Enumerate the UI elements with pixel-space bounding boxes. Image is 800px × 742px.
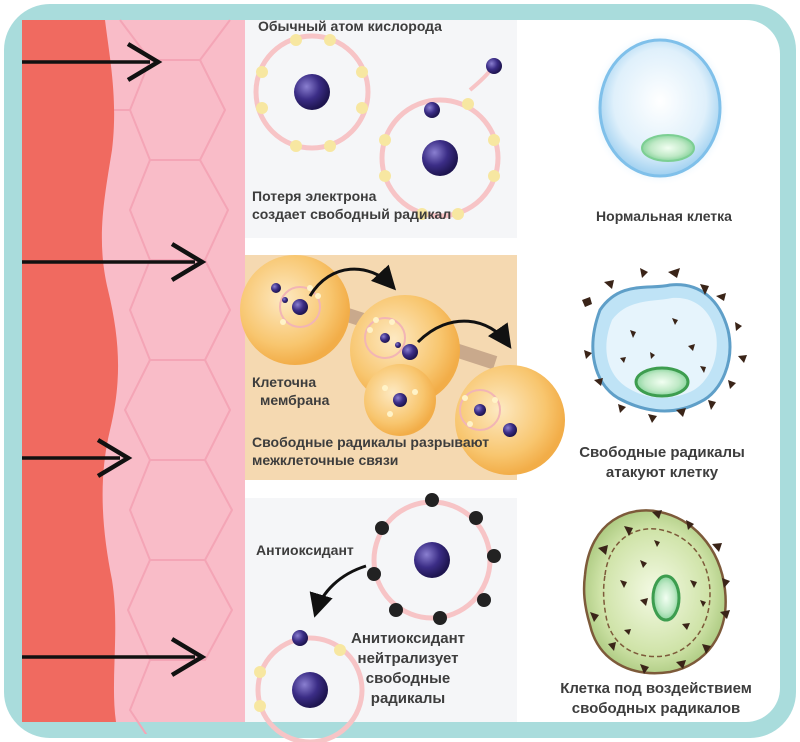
bonds-label-line1: Свободные радикалы разрывают — [252, 434, 490, 450]
radical-fragments-2 — [590, 510, 730, 674]
membrane-atoms — [271, 283, 517, 437]
neutralize-label-line3: свободные — [365, 670, 451, 687]
free-radical-atom — [379, 58, 502, 220]
damaged-nucleus — [651, 574, 681, 622]
normal-cell-label: Нормальная клетка — [596, 208, 732, 224]
membrane-label-line1: Клеточна — [252, 374, 317, 390]
skin-cell-pattern — [110, 19, 234, 734]
neutralized-radical — [254, 630, 365, 742]
membrane-cell-3 — [455, 365, 565, 475]
radical-fragments-1 — [582, 268, 747, 423]
normal-cell — [590, 30, 730, 186]
attack-label-line2: атакуют клетку — [605, 464, 719, 481]
neutralize-label-line4: радикалы — [370, 690, 446, 707]
damaged-cell-label-line2: свободных радикалов — [571, 700, 741, 717]
neutralize-label-line1: Анитиоксидант — [351, 630, 465, 647]
antioxidant-nucleus — [414, 542, 450, 578]
electron-loss-label-line1: Потеря электрона — [252, 188, 377, 204]
attacked-nucleus — [634, 366, 690, 398]
normal-nucleus — [641, 134, 695, 162]
attack-label-line1: Свободные радикалы — [579, 444, 745, 461]
panel-oxygen — [245, 20, 517, 238]
antioxidant-atom — [367, 493, 501, 625]
antioxidant-arrow — [309, 564, 367, 618]
attacked-cell — [582, 268, 747, 423]
damaged-cell-label-line1: Клетка под воздействием — [560, 680, 752, 697]
antioxidant-label: Антиоксидант — [256, 542, 354, 558]
oxygen-atom-label: Обычный атом кислорода — [258, 18, 442, 34]
skin-section — [22, 19, 245, 734]
skin-red-layer — [22, 20, 119, 722]
neutralize-label-line2: нейтрализует — [357, 650, 459, 667]
oxygen-nucleus — [294, 74, 330, 110]
curve-arrow-2 — [416, 319, 512, 349]
membrane-label-line2: мембрана — [260, 392, 330, 408]
oxygen-atom — [253, 33, 371, 152]
curve-arrow-1 — [308, 264, 397, 297]
radical-nucleus — [422, 140, 458, 176]
radical-small-particle — [424, 102, 440, 118]
electron-loss-label-line2: создает свободный радикал — [252, 206, 452, 222]
radiation-arrows — [22, 42, 207, 677]
lost-electron — [486, 58, 502, 74]
bonds-label-line2: межклеточные связи — [252, 452, 399, 468]
damaged-cell — [582, 509, 730, 675]
